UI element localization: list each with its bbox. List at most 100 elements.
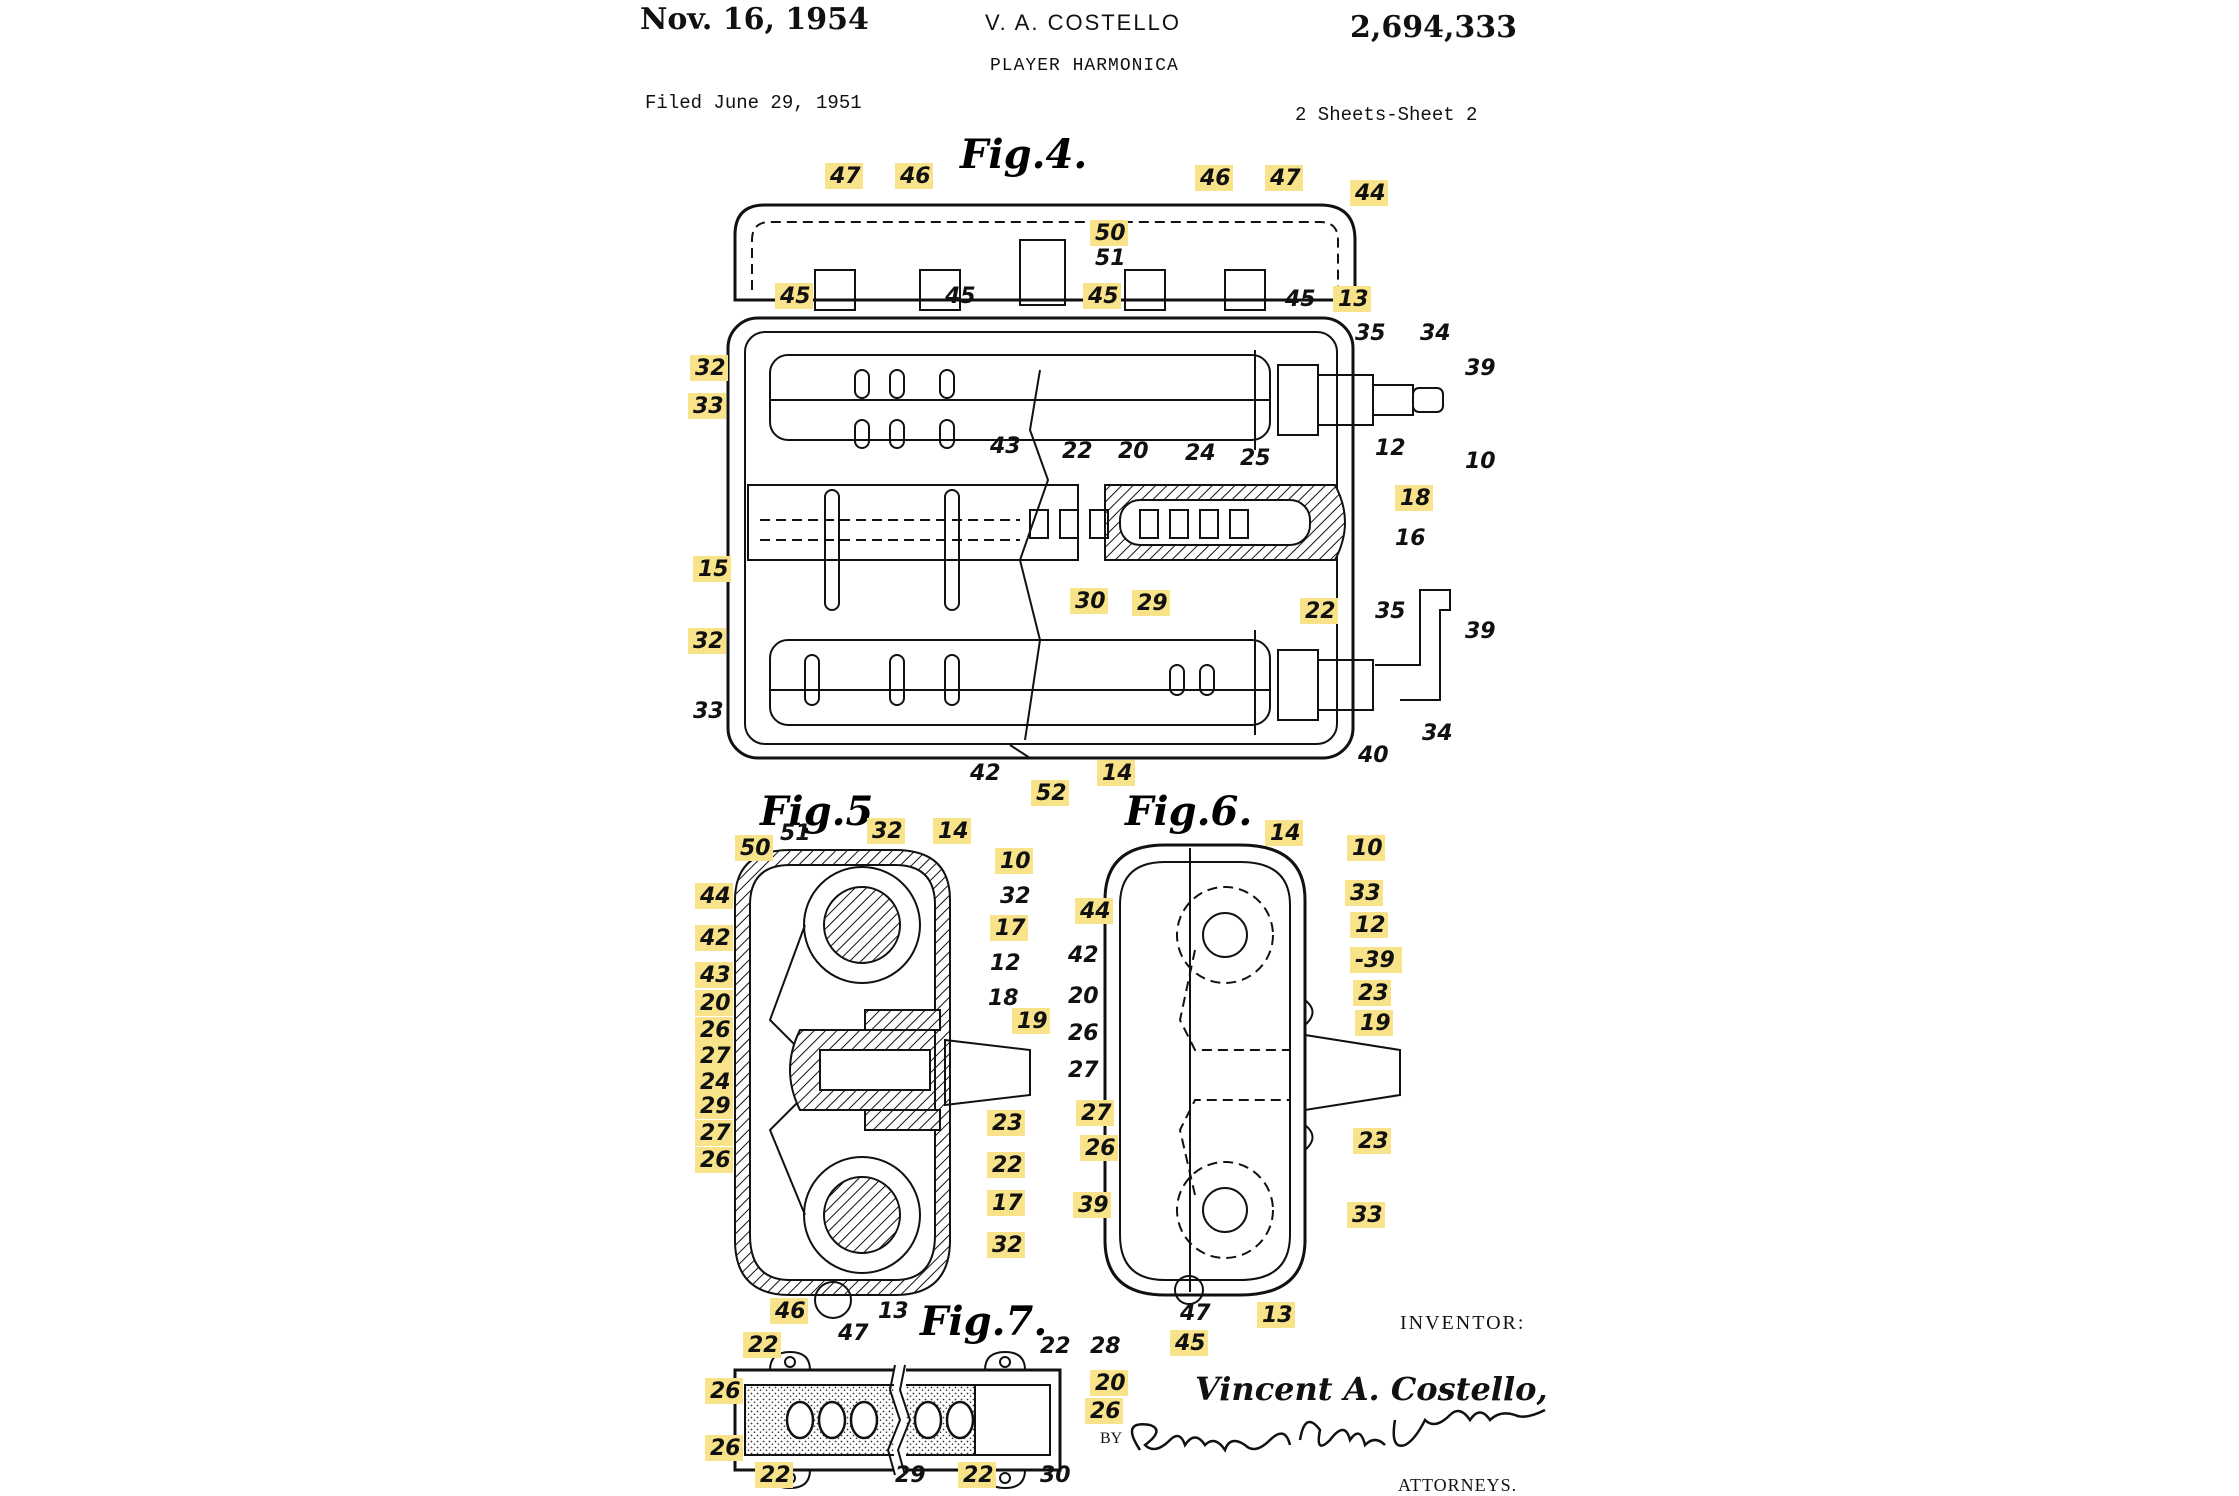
ref-numeral: 27 xyxy=(1068,1058,1099,1083)
ref-numeral: 47 xyxy=(1269,166,1301,191)
ref-numeral: 20 xyxy=(700,991,731,1016)
ref-highlight xyxy=(987,1232,1025,1258)
fig5-drawing xyxy=(734,849,1031,1319)
ref-label: 22 xyxy=(987,1152,1025,1178)
ref-numeral: 12 xyxy=(990,951,1021,976)
ref-highlight xyxy=(1012,1008,1050,1034)
ref-label: 18 xyxy=(1395,485,1433,511)
ref-label: 42 xyxy=(969,761,1001,786)
ref-numeral: 23 xyxy=(1358,981,1389,1006)
ref-label: 30 xyxy=(1070,588,1108,614)
ref-highlight xyxy=(1075,898,1113,924)
ref-numeral: 33 xyxy=(1350,881,1381,906)
ref-label: 34 xyxy=(1420,321,1451,346)
ref-highlight xyxy=(695,1017,733,1043)
ref-numeral: -39 xyxy=(1355,948,1395,973)
ref-highlight xyxy=(1300,598,1338,624)
ref-numeral: 30 xyxy=(1040,1463,1071,1488)
ref-numeral: 44 xyxy=(1354,181,1386,206)
ref-label: 35 xyxy=(1375,599,1406,624)
ref-label: 13 xyxy=(1333,286,1371,312)
ref-numeral: 32 xyxy=(1000,884,1031,909)
ref-numeral: 13 xyxy=(1262,1303,1293,1328)
ref-numeral: 34 xyxy=(1422,721,1453,746)
ref-numeral: 13 xyxy=(1338,287,1369,312)
ref-label: 51 xyxy=(1095,246,1126,271)
ref-numeral: 15 xyxy=(698,557,729,582)
ref-label: 35 xyxy=(1355,321,1386,346)
ref-numeral: 29 xyxy=(700,1094,731,1119)
ref-label: 14 xyxy=(1097,760,1135,786)
ref-label: 44 xyxy=(695,883,733,909)
ref-highlight xyxy=(775,283,813,309)
ref-numeral: 22 xyxy=(1305,599,1336,624)
ref-numeral: 46 xyxy=(899,164,931,189)
ref-highlight xyxy=(987,1152,1025,1178)
fig4-drawing xyxy=(726,203,1451,760)
ref-highlight xyxy=(695,1069,733,1095)
ref-numeral: 20 xyxy=(1068,984,1099,1009)
ref-numeral: 26 xyxy=(1085,1136,1116,1161)
ref-numeral: 26 xyxy=(700,1018,731,1043)
ref-label: 26 xyxy=(705,1435,743,1461)
ref-label: 22 xyxy=(1300,598,1338,624)
ref-label: 22 xyxy=(755,1462,793,1488)
ref-numeral: 18 xyxy=(1400,486,1431,511)
ref-numeral: 28 xyxy=(1090,1334,1121,1359)
ref-label: 27 xyxy=(695,1120,733,1146)
ref-label: 24 xyxy=(695,1069,733,1095)
ref-label: 14 xyxy=(1265,820,1303,846)
ref-label: 47 xyxy=(1179,1301,1211,1326)
patent-title: PLAYER HARMONICA xyxy=(990,56,1179,76)
ref-label: 17 xyxy=(987,1190,1025,1216)
fig6-title: Fig.6. xyxy=(1124,788,1252,835)
ref-numeral: 45 xyxy=(779,284,811,309)
ref-numeral: 44 xyxy=(1079,899,1111,924)
ref-label: 14 xyxy=(933,818,971,844)
ref-highlight xyxy=(688,628,726,654)
ref-numeral: 22 xyxy=(992,1153,1023,1178)
ref-label: 19 xyxy=(1355,1010,1393,1036)
ref-label: 25 xyxy=(1240,446,1271,471)
ref-label: 39 xyxy=(1465,619,1496,644)
attorney-signature xyxy=(1130,1408,1546,1453)
ref-numeral: 10 xyxy=(1352,836,1383,861)
ref-numeral: 10 xyxy=(1465,449,1496,474)
ref-label: 26 xyxy=(695,1147,733,1173)
ref-numeral: 20 xyxy=(1095,1371,1126,1396)
ref-numeral: 42 xyxy=(699,926,731,951)
ref-highlight xyxy=(1073,1192,1111,1218)
ref-numeral: 47 xyxy=(829,164,861,189)
ref-label: 47 xyxy=(837,1321,869,1346)
ref-label: 17 xyxy=(990,915,1028,941)
attorneys-label: ATTORNEYS. xyxy=(1398,1475,1518,1495)
ref-numeral: 25 xyxy=(1240,446,1271,471)
ref-label: 26 xyxy=(1080,1135,1118,1161)
ref-highlight xyxy=(1195,165,1233,191)
ref-highlight xyxy=(1090,220,1128,246)
ref-label: 39 xyxy=(1465,356,1496,381)
ref-numeral: 35 xyxy=(1375,599,1406,624)
filed-date: Filed June 29, 1951 xyxy=(645,92,862,114)
ref-highlight xyxy=(1350,180,1388,206)
ref-numeral: 12 xyxy=(1355,913,1386,938)
ref-highlight xyxy=(688,393,726,419)
ref-label: 45 xyxy=(1083,283,1121,309)
ref-label: 23 xyxy=(1353,1128,1391,1154)
ref-label: 18 xyxy=(988,986,1019,1011)
ref-numeral: 22 xyxy=(748,1333,779,1358)
ref-label: 26 xyxy=(705,1378,743,1404)
ref-highlight xyxy=(695,1120,733,1146)
ref-highlight xyxy=(690,355,728,381)
sheet-count: 2 Sheets-Sheet 2 xyxy=(1295,104,1478,126)
ref-highlight xyxy=(895,163,933,189)
ref-numeral: 24 xyxy=(1185,441,1216,466)
ref-label: 20 xyxy=(1068,984,1099,1009)
patent-number: 2,694,333 xyxy=(1350,10,1518,45)
ref-highlight xyxy=(693,556,731,582)
ref-label: 22 xyxy=(958,1462,996,1488)
ref-label: 43 xyxy=(989,434,1021,459)
by-label: BY xyxy=(1100,1430,1123,1447)
ref-highlight xyxy=(735,835,773,861)
ref-numeral: 32 xyxy=(693,629,724,654)
